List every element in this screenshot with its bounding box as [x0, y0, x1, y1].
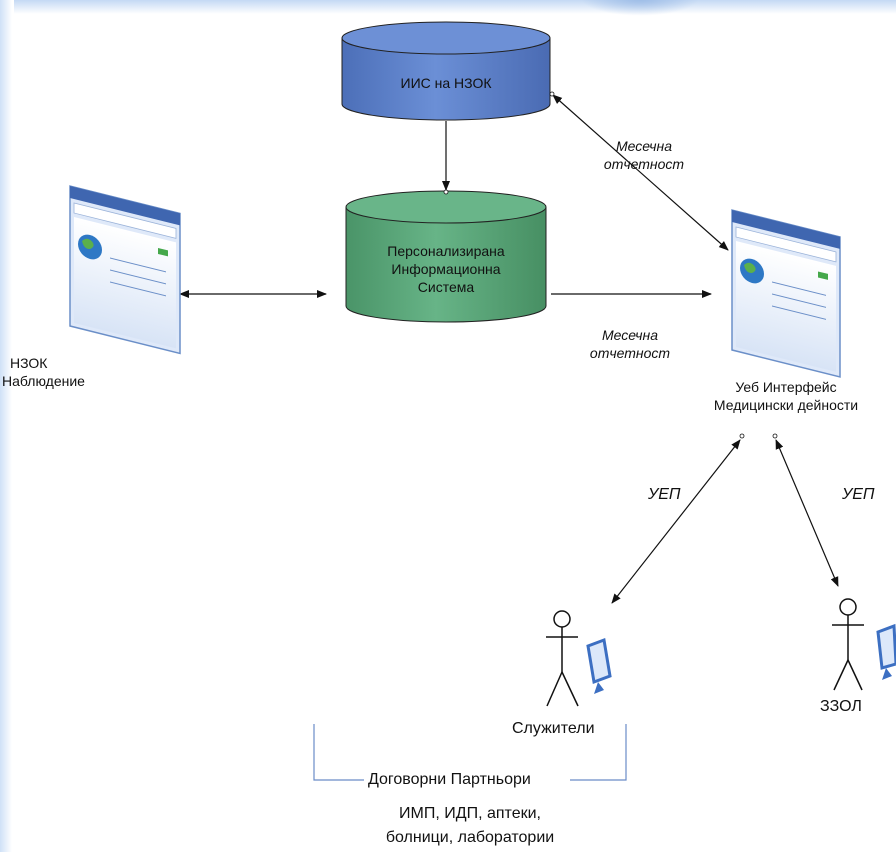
- zzol-label: ЗЗОЛ: [820, 698, 862, 715]
- iis-label: ИИС на НЗОК: [400, 75, 492, 91]
- arrow-web-zzol: [775, 439, 839, 587]
- uep-left-label: УЕП: [648, 486, 681, 503]
- web-label-line-2: Медицински дейности: [713, 397, 859, 413]
- web-label-line-1: Уеб Интерфейс: [735, 379, 837, 395]
- pis-database: [345, 190, 547, 323]
- web-label: Уеб Интерфейс Медицински дейности: [688, 378, 884, 414]
- monthly-report-label-top: Месечна отчетност: [594, 137, 694, 173]
- pis-label-line-1: Персонализирана: [387, 243, 505, 259]
- zzol-actor-icon: [832, 598, 864, 691]
- web-browser-icon: [731, 209, 841, 378]
- nzok-browser-icon: [69, 185, 181, 355]
- pis-label: Персонализирана Информационна Система: [346, 242, 546, 296]
- employees-monitor-icon: [586, 637, 612, 694]
- partners-desc-line-1: ИМП, ИДП, аптеки,: [399, 805, 541, 822]
- pis-label-line-3: Система: [417, 279, 475, 295]
- monthly-label-top-line-2: отчетност: [603, 156, 685, 172]
- nzok-label-line-2: Наблюдение: [2, 373, 85, 389]
- arrow-web-employees: [611, 439, 741, 604]
- zzol-monitor-icon: [876, 623, 896, 680]
- monthly-label-mid-line-1: Месечна: [601, 327, 659, 343]
- partners-desc-line-2: болници, лаборатории: [385, 829, 555, 846]
- arrow-iis-web: [552, 94, 729, 251]
- pis-label-line-2: Информационна: [391, 261, 501, 277]
- monthly-label-top-line-1: Месечна: [615, 138, 673, 154]
- slide-decoration: [580, 0, 700, 16]
- nzok-label: НЗОК Наблюдение: [2, 354, 85, 390]
- contract-partners-title: Договорни Партньори: [368, 771, 531, 788]
- monthly-report-label-mid: Месечна отчетност: [578, 326, 682, 362]
- nzok-label-line-1: НЗОК: [10, 355, 48, 371]
- iis-database: [341, 21, 551, 121]
- contract-partners-bracket: [313, 724, 627, 781]
- contract-partners-description: ИМП, ИДП, аптеки, болници, лаборатории: [320, 802, 620, 850]
- monthly-label-mid-line-2: отчетност: [589, 345, 671, 361]
- employees-label: Служители: [512, 720, 595, 737]
- employees-actor-icon: [546, 610, 579, 707]
- uep-right-label: УЕП: [842, 486, 875, 503]
